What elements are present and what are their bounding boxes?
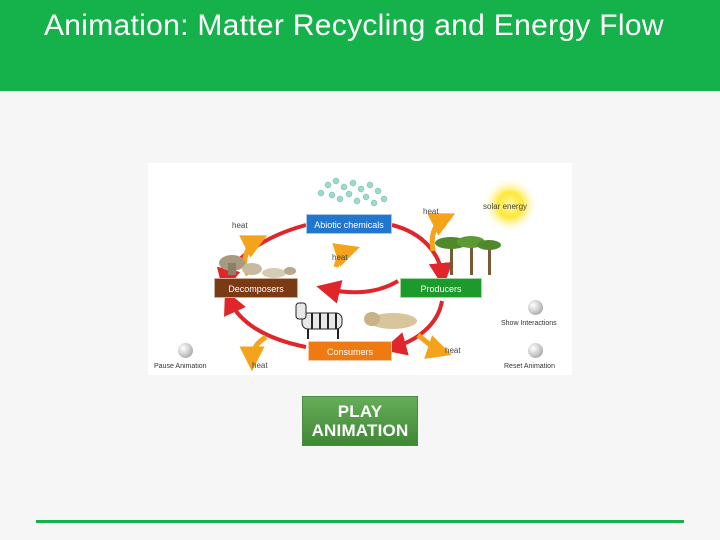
lion-icon [364,312,417,329]
footer-divider [36,520,684,523]
cycle-artwork [216,177,538,372]
abiotic-chemicals-box[interactable]: Abiotic chemicals [306,214,392,234]
reset-animation-toggle[interactable] [528,343,543,358]
abiotic-molecules-icon [317,177,388,207]
pause-animation-label[interactable]: Pause Animation [154,363,207,370]
consumers-box[interactable]: Consumers [308,341,392,361]
pause-animation-toggle[interactable] [178,343,193,358]
cycle-diagram: Abiotic chemicals Producers Decomposers … [148,163,572,375]
play-animation-button[interactable]: PLAY ANIMATION [302,396,418,446]
heat-label: heat [252,361,268,370]
heat-label: heat [423,207,439,216]
solar-energy-label: solar energy [483,202,528,211]
heat-label: heat [332,253,348,262]
show-interactions-label[interactable]: Show Interactions [501,320,557,327]
fungi-icon [219,255,296,278]
sun-icon [482,177,538,233]
zebra-icon [295,302,343,339]
play-button-line-2: ANIMATION [311,421,409,440]
heat-label: heat [445,346,461,355]
title-bar: Animation: Matter Recycling and Energy F… [0,0,720,91]
show-interactions-toggle[interactable] [528,300,543,315]
play-button-line-1: PLAY [337,402,383,421]
trees-icon [435,236,501,275]
heat-label: heat [232,221,248,230]
decomposers-box[interactable]: Decomposers [214,278,298,298]
reset-animation-label[interactable]: Reset Animation [504,363,555,370]
producers-box[interactable]: Producers [400,278,482,298]
slide-title: Animation: Matter Recycling and Energy F… [44,9,664,42]
